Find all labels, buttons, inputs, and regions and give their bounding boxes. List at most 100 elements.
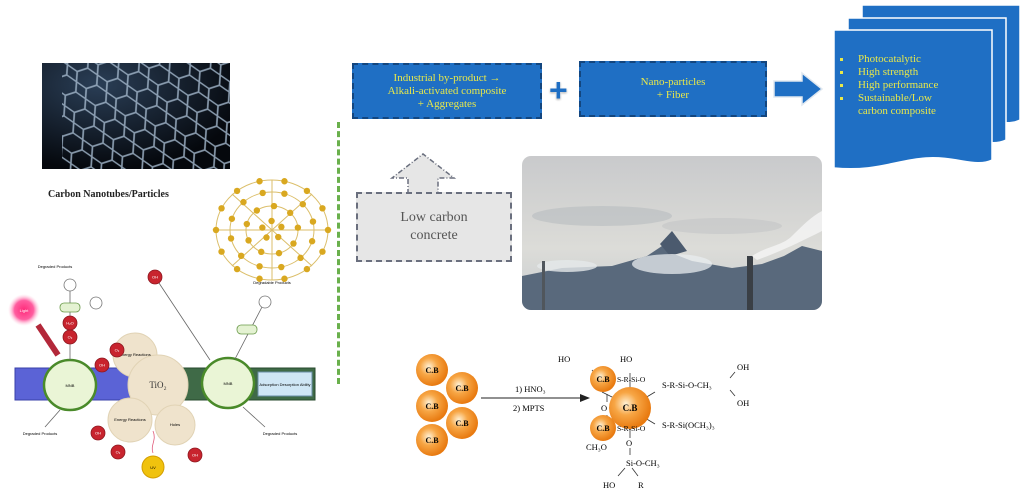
fullerene-atom <box>278 223 285 231</box>
smoke-plume <box>752 211 822 260</box>
energy-bottom-label: Energy Reactions <box>114 417 146 422</box>
product-bubble <box>63 278 77 292</box>
fullerene-atom <box>297 254 304 262</box>
o-bottom: O <box>626 438 632 448</box>
industrial-byproduct-box: Industrial by-product → Alkali-activated… <box>352 63 542 119</box>
cb-label: C.B <box>455 419 469 428</box>
left-pill <box>59 302 81 313</box>
result-document-stack <box>834 4 1021 170</box>
fullerene-atom <box>303 265 311 273</box>
result-properties-list: Photocatalytic High strength High perfor… <box>836 53 938 118</box>
nanoparticles-fiber-box: Nano-particles + Fiber <box>579 61 767 117</box>
adsorption-box <box>257 371 313 397</box>
nanotube-mesh <box>42 63 230 169</box>
nanotube-caption: Carbon Nanotubes/Particles <box>48 189 169 200</box>
left-node-label: MNB <box>66 383 75 388</box>
light-label: Light <box>20 308 30 313</box>
fullerene-atom <box>245 237 252 244</box>
up-arrow-icon <box>389 153 457 194</box>
cb-label: C.B <box>596 424 610 433</box>
cb-particle-product <box>590 366 616 392</box>
step2-label: 2) MPTS <box>513 403 545 413</box>
fullerene-atom <box>256 178 263 185</box>
low-carbon-line1: Low carbon <box>400 210 468 225</box>
fullerene-molecule: Degradable Products <box>212 178 332 285</box>
radical-label: H₂O <box>66 321 74 326</box>
light-source-icon <box>8 294 40 326</box>
fullerene-atom <box>233 265 241 273</box>
oh-group: OH <box>737 398 749 408</box>
cb-particle <box>446 372 478 404</box>
oh-group: OH <box>737 362 749 372</box>
product-bubble <box>258 295 272 309</box>
energy-reaction-bottom-blob <box>107 397 153 443</box>
ho-group: HO <box>558 354 570 364</box>
ho-group: HO <box>620 354 632 364</box>
fullerene-atom <box>228 215 236 222</box>
fullerene-atom <box>268 217 275 225</box>
radical-species <box>109 342 125 358</box>
fullerene-atom <box>233 187 241 195</box>
cb-label-central: C.B <box>623 403 638 413</box>
fullerene-atom <box>308 238 316 245</box>
sr-si-och3-3-group: S-R-Si(OCH₃)₃ <box>662 420 715 430</box>
box1-line2: Alkali-activated composite <box>387 84 507 97</box>
plus-sign: + <box>549 72 568 108</box>
radical-label: OH <box>152 275 158 280</box>
result-item-continuation: carbon composite <box>858 105 936 117</box>
energy-top-label: Energy Reactions <box>119 352 151 357</box>
step1-label: 1) HNO₃ <box>515 384 546 394</box>
sr-si-o-group: S-R-Si-O <box>617 375 646 384</box>
fullerene-atom <box>259 224 266 231</box>
fullerene-atom <box>237 252 245 260</box>
radical-label: OH <box>192 453 198 458</box>
fullerene-atom <box>243 220 251 228</box>
result-item: High strength <box>836 66 938 79</box>
fullerene-atom <box>218 248 225 255</box>
cb-particle <box>416 354 448 386</box>
low-carbon-concrete-box: Low carbon concrete <box>356 192 512 262</box>
cb-label: C.B <box>596 375 610 384</box>
radical-species <box>62 315 78 331</box>
mountain-smokestack-scene <box>522 156 822 310</box>
ho-group-bottom: HO <box>603 480 615 490</box>
uv-label: UV <box>150 465 156 470</box>
fullerene-atom <box>281 178 288 185</box>
fullerene-atom <box>263 234 270 241</box>
fullerene-atom <box>281 190 288 197</box>
fullerene-atom <box>294 224 302 231</box>
box2-line1: Nano-particles <box>640 76 706 88</box>
degraded-products-bottom-left-label: Degraded Products <box>23 431 57 436</box>
si-o-ch3-group: Si-O-CH₃ <box>626 458 660 468</box>
cb-particle <box>416 390 448 422</box>
holes-label: Holes <box>170 422 180 427</box>
fullerene-atom <box>253 207 261 214</box>
fullerene-atom <box>286 209 294 217</box>
right-node-label: MNB <box>224 381 233 386</box>
light-beam-icon <box>35 323 61 357</box>
fullerene-atom <box>218 205 225 212</box>
cb-label: C.B <box>455 384 469 393</box>
low-carbon-line2: concrete <box>410 228 458 243</box>
radical-species <box>110 444 126 460</box>
fullerene-atom <box>319 205 326 212</box>
radical-label: OH <box>95 431 101 436</box>
r-group: R <box>638 480 644 490</box>
result-item: Sustainable/Low <box>836 92 938 105</box>
cb-particle-central <box>609 387 651 429</box>
radical-species <box>90 425 106 441</box>
box2-line2: + Fiber <box>656 89 690 101</box>
cb-label: C.B <box>425 402 439 411</box>
fullerene-atom <box>256 263 263 270</box>
fullerene-atom <box>256 275 263 282</box>
radical-species <box>187 447 203 463</box>
sr-si-o-group: S-R-Si-O <box>617 424 646 433</box>
cb-particle <box>446 407 478 439</box>
fullerene-atom <box>299 200 307 208</box>
radical-species <box>147 269 163 285</box>
reaction-arrowhead-icon <box>580 394 590 402</box>
degraded-products-bottom-right-label: Degraded Products <box>263 431 297 436</box>
fullerene-atom <box>324 226 332 234</box>
cb-label: C.B <box>425 366 439 375</box>
fullerene-atom <box>240 198 247 206</box>
